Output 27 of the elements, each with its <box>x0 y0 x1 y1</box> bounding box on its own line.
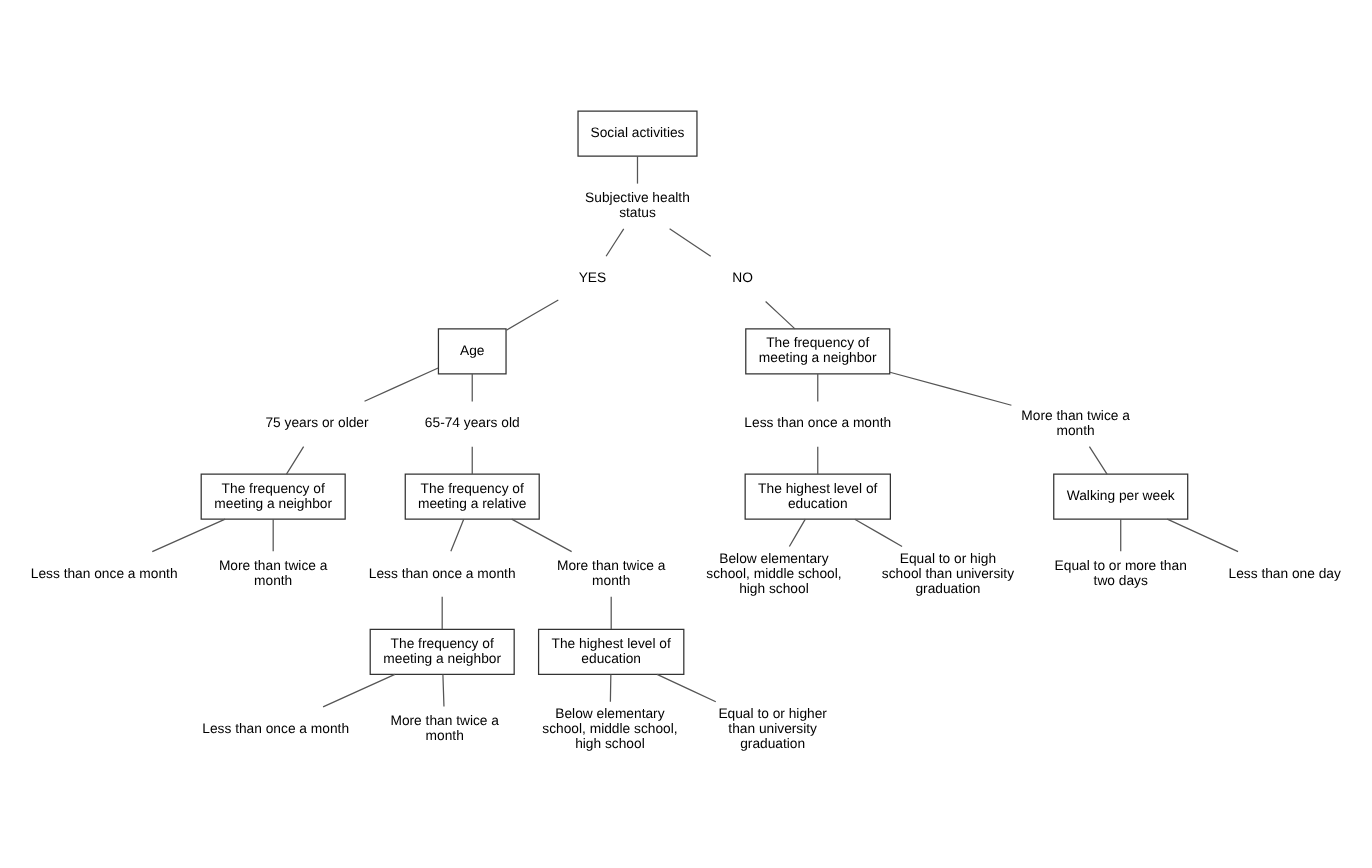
connector <box>1088 446 1108 475</box>
connector <box>151 518 226 553</box>
connector <box>605 228 625 257</box>
connector <box>1120 518 1122 552</box>
connector <box>511 518 573 553</box>
connector <box>889 371 1013 406</box>
connector <box>441 596 443 630</box>
connector <box>656 673 717 703</box>
connector <box>471 446 473 475</box>
connector <box>788 518 806 548</box>
connector <box>636 155 639 185</box>
connector <box>505 299 559 331</box>
connector <box>854 518 903 548</box>
connector <box>322 673 396 708</box>
connector <box>363 367 439 402</box>
connector <box>817 446 819 475</box>
connector <box>450 518 465 552</box>
connector <box>817 373 819 403</box>
connector <box>285 446 305 475</box>
connector <box>471 373 473 403</box>
connector <box>610 596 612 630</box>
connector <box>442 673 445 708</box>
connector <box>764 300 796 330</box>
connector <box>1166 518 1239 553</box>
connector <box>272 518 274 552</box>
connector <box>609 673 612 703</box>
connector <box>669 228 712 257</box>
